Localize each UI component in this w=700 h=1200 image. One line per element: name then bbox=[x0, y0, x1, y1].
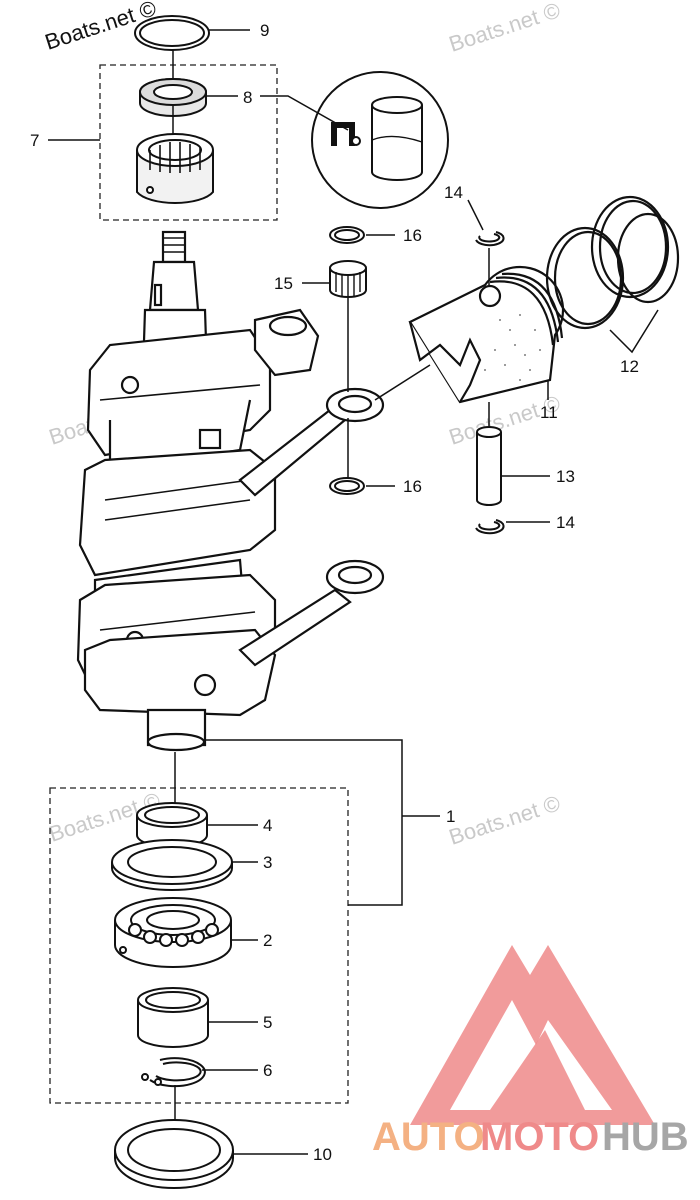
part-11-piston bbox=[408, 265, 565, 404]
connecting-rod-lower bbox=[238, 559, 385, 667]
logo-text-moto: MOTO bbox=[480, 1115, 599, 1159]
kit-box-upper-bearing bbox=[99, 64, 278, 221]
part-16-washer-bottom bbox=[329, 477, 365, 495]
part-2-ball-bearing bbox=[114, 897, 232, 968]
part-12-piston-rings bbox=[545, 195, 680, 330]
callout-12: 12 bbox=[620, 357, 639, 376]
part-6-snap-ring bbox=[141, 1057, 206, 1088]
callout-7: 7 bbox=[30, 131, 39, 150]
kit-box-lower-bearing bbox=[49, 787, 349, 1104]
part-15-needle-bearing bbox=[329, 260, 367, 298]
leader-8-detail bbox=[260, 95, 349, 131]
callout-8: 8 bbox=[243, 88, 252, 107]
callout-11: 11 bbox=[540, 403, 558, 422]
watermark-top-right: Boats.net © bbox=[446, 0, 563, 57]
part-3-shim bbox=[111, 839, 233, 891]
piston-texture bbox=[484, 314, 541, 381]
part-14-circlip-top bbox=[475, 231, 505, 247]
logo-triangle-core bbox=[490, 1030, 585, 1110]
callout-13: 13 bbox=[556, 467, 575, 486]
callout-6: 6 bbox=[263, 1061, 272, 1080]
logo-text-hub: HUB bbox=[602, 1115, 689, 1159]
callout-14-top: 14 bbox=[444, 183, 463, 202]
leader-lines bbox=[48, 29, 550, 1155]
crankshaft bbox=[76, 230, 320, 752]
callout-5: 5 bbox=[263, 1013, 272, 1032]
leader-12 bbox=[609, 309, 659, 354]
callout-2: 2 bbox=[263, 931, 272, 950]
grease-detail-circle bbox=[311, 71, 449, 209]
part-4-collar bbox=[136, 802, 208, 848]
callout-14-bottom: 14 bbox=[556, 513, 575, 532]
callout-9: 9 bbox=[260, 21, 269, 40]
logo-text-auto: AUTO bbox=[372, 1115, 485, 1159]
leader-rod-piston bbox=[374, 364, 431, 401]
callout-4: 4 bbox=[263, 816, 272, 835]
callout-16-top: 16 bbox=[403, 226, 422, 245]
part-8-seal bbox=[139, 78, 207, 117]
watermark-low-right: Boats.net © bbox=[446, 790, 563, 849]
automotohub-logo: AUTO MOTO HUB bbox=[372, 945, 689, 1159]
upper-roller-bearing bbox=[136, 133, 214, 205]
part-10-washer bbox=[114, 1119, 234, 1189]
connecting-rod-upper bbox=[238, 387, 385, 497]
part-5-sleeve bbox=[137, 987, 209, 1048]
callout-1: 1 bbox=[446, 807, 455, 826]
part-9-ring bbox=[134, 15, 210, 51]
callout-15: 15 bbox=[274, 274, 293, 293]
callout-10: 10 bbox=[313, 1145, 332, 1164]
part-13-piston-pin bbox=[476, 426, 502, 506]
part-16-washer-top bbox=[329, 226, 365, 244]
grease-icon bbox=[331, 122, 361, 146]
callout-3: 3 bbox=[263, 853, 272, 872]
part-14-circlip-bottom bbox=[475, 519, 505, 535]
callout-16-bottom: 16 bbox=[403, 477, 422, 496]
